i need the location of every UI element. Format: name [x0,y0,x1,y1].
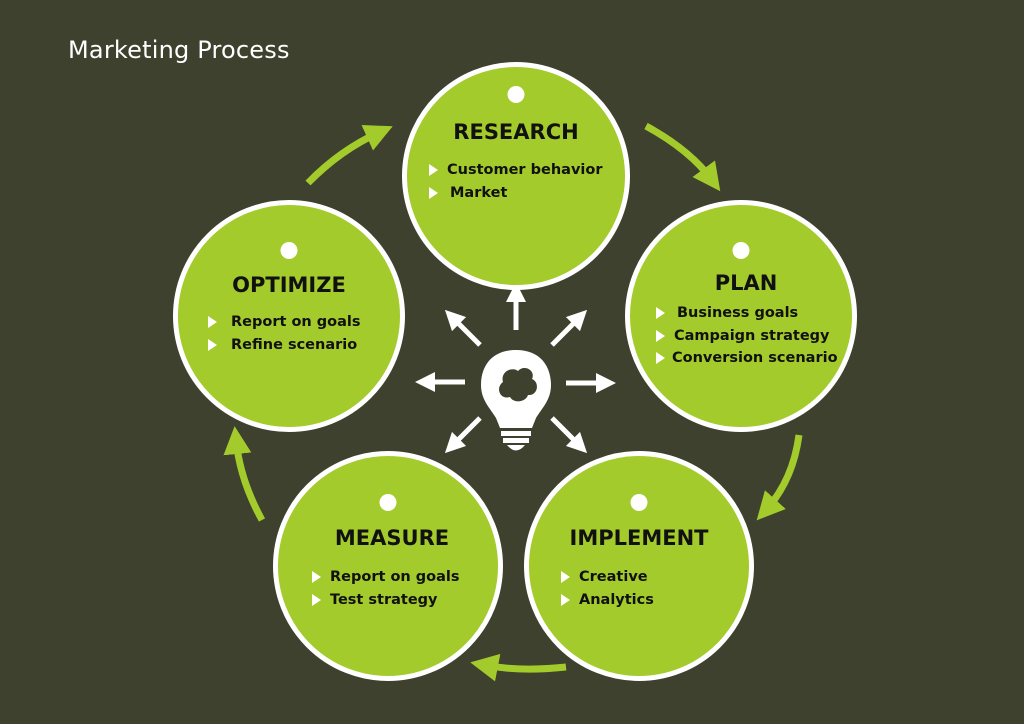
bullet-triangle-icon [561,593,570,606]
cycle-arrow-optimize-to-research [305,124,393,186]
stage-research: RESEARCH Customer behavior Market [402,62,630,290]
stage-plan: PLAN Business goals Campaign strategy Co… [625,200,857,432]
list-item: Test strategy [312,589,460,612]
bullet-triangle-icon [312,571,321,584]
bullet-triangle-icon [656,352,665,365]
cycle-arrow-implement-to-measure [470,653,567,682]
dot-marker [630,494,648,511]
bullet-triangle-icon [656,307,665,320]
dot-marker [379,494,397,511]
cloud-icon [499,367,537,402]
stage-title: PLAN [714,271,778,295]
stage-optimize: OPTIMIZE Report on goals Refine scenario [173,200,405,432]
bullet-triangle-icon [208,316,217,329]
cycle-arrow-measure-to-optimize [223,426,266,522]
dot-marker [507,86,525,103]
list-item: Market [429,182,603,205]
cycle-arrow-research-to-plan [644,122,721,192]
list-item: Refine scenario [208,334,361,357]
bullet-triangle-icon [429,164,438,177]
dot-marker [732,242,750,259]
radiating-arrows-icon [415,282,616,454]
bullet-triangle-icon [429,186,438,199]
stage-title: RESEARCH [453,120,579,144]
list-item: Creative [561,566,654,589]
list-item: Campaign strategy [656,325,838,348]
stage-title: IMPLEMENT [569,526,709,550]
stage-measure: MEASURE Report on goals Test strategy [273,451,503,681]
list-item: Report on goals [208,311,361,334]
list-item: Analytics [561,589,654,612]
bullet-triangle-icon [208,338,217,351]
bullet-triangle-icon [561,571,570,584]
list-item: Conversion scenario [656,347,838,370]
cycle-arrow-plan-to-implement [756,434,803,521]
dot-marker [280,242,298,259]
bullet-triangle-icon [656,329,665,342]
list-item: Customer behavior [429,159,603,182]
stage-title: OPTIMIZE [232,273,346,297]
stage-title: MEASURE [334,526,450,550]
stage-implement: IMPLEMENT Creative Analytics [524,451,754,681]
page-title: Marketing Process [68,36,290,64]
lightbulb-icon [481,350,551,451]
bullet-triangle-icon [312,593,321,606]
list-item: Business goals [656,302,838,325]
list-item: Report on goals [312,566,460,589]
